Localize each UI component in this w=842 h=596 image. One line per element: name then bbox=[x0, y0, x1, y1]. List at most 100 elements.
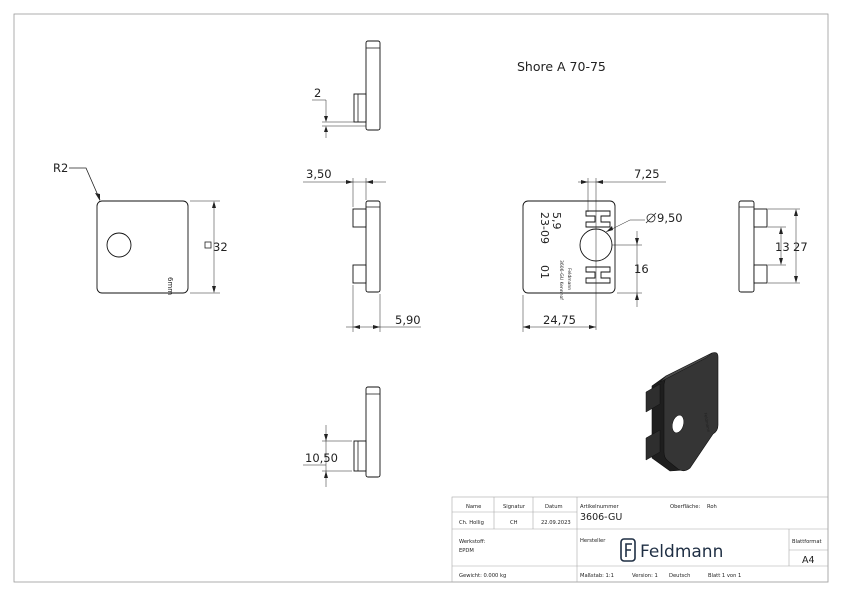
dim-lip-outer: 27 bbox=[793, 240, 808, 254]
title-block: Name Signatur Datum Ch. Hollig CH 22.09.… bbox=[451, 496, 829, 583]
engraving-line2: 23-09 bbox=[538, 212, 551, 244]
tb-material-label: Werkstoff: bbox=[459, 539, 486, 545]
top-view: 2 bbox=[312, 40, 381, 138]
feldmann-logo-f bbox=[625, 543, 632, 557]
dim-offset-right: 7,25 bbox=[634, 167, 660, 181]
dim-lip-height-arrow-1 bbox=[324, 434, 328, 441]
dim-diameter-arrow bbox=[606, 226, 613, 232]
dim-groove-arrow-2 bbox=[324, 126, 328, 132]
top-view-body bbox=[365, 40, 381, 131]
bottom-view: 10,50 bbox=[303, 386, 381, 487]
iso-lip-bottom bbox=[645, 429, 661, 461]
tb-version: Version: 1 bbox=[632, 573, 658, 579]
radius-leader bbox=[69, 167, 101, 201]
dim-offset-right-arrow-2 bbox=[596, 180, 603, 184]
dim-vertical-arrow-2 bbox=[635, 293, 639, 300]
tb-weight: Gewicht: 0.000 kg bbox=[459, 573, 506, 579]
feldmann-logo-text: Feldmann bbox=[640, 542, 723, 562]
dim-groove-arrow-1 bbox=[324, 116, 328, 122]
feldmann-logo: Feldmann bbox=[620, 538, 723, 562]
dim-hole-diameter: 9,50 bbox=[657, 211, 683, 225]
tb-article-label: Artikelnummer bbox=[580, 504, 619, 510]
rear-view-profile-top bbox=[585, 210, 611, 228]
dim-base-arrow-2 bbox=[373, 325, 380, 329]
radius-arrow bbox=[95, 193, 100, 201]
tb-language: Deutsch bbox=[669, 573, 690, 579]
side-view-lip-top bbox=[352, 208, 367, 228]
dim-lip-inner: 13 bbox=[775, 240, 790, 254]
front-view: 6mm R2 32 bbox=[53, 161, 228, 295]
title-block-frame bbox=[451, 496, 829, 583]
engraving-line3: 01 bbox=[538, 265, 551, 279]
dim-base-arrow-1 bbox=[353, 325, 360, 329]
drawing-frame bbox=[13, 13, 829, 583]
dim-offset-right-arrow-1 bbox=[581, 180, 588, 184]
tb-drafter-name: Ch. Hollig bbox=[459, 520, 484, 526]
dim-offset-left: 3,50 bbox=[306, 167, 332, 181]
dim-lip-outer-arrow-1 bbox=[794, 209, 798, 216]
front-view-hole bbox=[106, 232, 132, 258]
tb-header-signature: Signatur bbox=[503, 504, 526, 510]
side-view: 3,50 5,90 bbox=[303, 167, 421, 332]
right-view-body bbox=[738, 200, 755, 293]
dim-hole-center-v: 16 bbox=[634, 262, 649, 276]
iso-mark: Feldmann bbox=[703, 412, 711, 433]
diameter-symbol bbox=[646, 213, 656, 223]
tb-surface-value: Roh bbox=[707, 504, 717, 510]
right-side-view: 13 27 bbox=[738, 200, 808, 293]
tb-article-number: 3606-GU bbox=[580, 512, 622, 523]
engraving-code: 3606-GU Kennhof bbox=[558, 260, 564, 300]
bottom-view-body bbox=[365, 386, 381, 478]
tb-header-date: Datum bbox=[545, 504, 563, 510]
dim-offset-left-arrow-1 bbox=[346, 180, 353, 184]
dim-base-depth: 5,90 bbox=[395, 313, 421, 327]
tb-sheet: Blatt 1 von 1 bbox=[708, 573, 741, 579]
front-view-outline bbox=[96, 200, 189, 294]
tb-format-value: A4 bbox=[802, 555, 815, 566]
tb-drafter-signature: CH bbox=[510, 520, 518, 526]
dim-offset-left-arrow-2 bbox=[366, 180, 373, 184]
side-mark-text: 6mm bbox=[166, 277, 174, 295]
dim-lip-inner-arrow-1 bbox=[779, 227, 783, 234]
engraving-brand: Feldmann bbox=[566, 268, 572, 290]
top-view-lip bbox=[353, 93, 367, 123]
tb-material-value: EPDM bbox=[459, 548, 474, 554]
square-symbol bbox=[204, 241, 212, 249]
engraving-line1: 5,9 bbox=[550, 212, 563, 230]
right-view-lip-bottom bbox=[753, 264, 768, 284]
feldmann-logo-mark bbox=[620, 538, 636, 562]
dim-lip-outer-arrow-2 bbox=[794, 276, 798, 283]
tb-surface-label: Oberfläche: bbox=[670, 504, 700, 510]
material-note: Shore A 70-75 bbox=[517, 59, 606, 74]
tb-format-label: Blattformat bbox=[792, 539, 822, 545]
dim-radius: R2 bbox=[53, 161, 68, 175]
dim-horizontal-arrow-2 bbox=[589, 325, 596, 329]
dim-lip-height: 10,50 bbox=[305, 451, 338, 465]
dim-hole-center-h: 24,75 bbox=[543, 313, 576, 327]
diameter-symbol-slash bbox=[645, 212, 657, 224]
dim-horizontal-arrow-1 bbox=[523, 325, 530, 329]
dim-square-arrow-top bbox=[212, 201, 216, 208]
iso-front-face bbox=[663, 352, 719, 472]
dim-lip-height-arrow-2 bbox=[324, 471, 328, 478]
dim-square-size: 32 bbox=[213, 240, 228, 254]
tb-header-name: Name bbox=[466, 504, 481, 510]
dim-groove-leader bbox=[312, 99, 327, 116]
isometric-view: Feldmann bbox=[645, 352, 719, 472]
dim-vertical-arrow-1 bbox=[635, 238, 639, 245]
bottom-view-lip bbox=[353, 440, 367, 472]
tb-drafter-date: 22.09.2023 bbox=[541, 520, 571, 526]
tb-scale: Maßstab: 1:1 bbox=[580, 573, 614, 579]
dim-square-arrow-bottom bbox=[212, 286, 216, 293]
tb-manufacturer-label: Hersteller bbox=[580, 538, 606, 544]
dim-groove-depth: 2 bbox=[314, 86, 321, 100]
right-view-lip-top bbox=[753, 208, 768, 228]
side-view-lip-bottom bbox=[352, 264, 367, 284]
dim-lip-inner-arrow-2 bbox=[779, 258, 783, 265]
iso-lip-top bbox=[645, 383, 661, 413]
rear-view: 5,9 23-09 01 Feldmann 3606-GU Kennhof 7,… bbox=[522, 167, 683, 332]
iso-hole bbox=[671, 414, 685, 434]
side-view-body bbox=[365, 200, 381, 293]
iso-top-edge bbox=[659, 352, 713, 383]
